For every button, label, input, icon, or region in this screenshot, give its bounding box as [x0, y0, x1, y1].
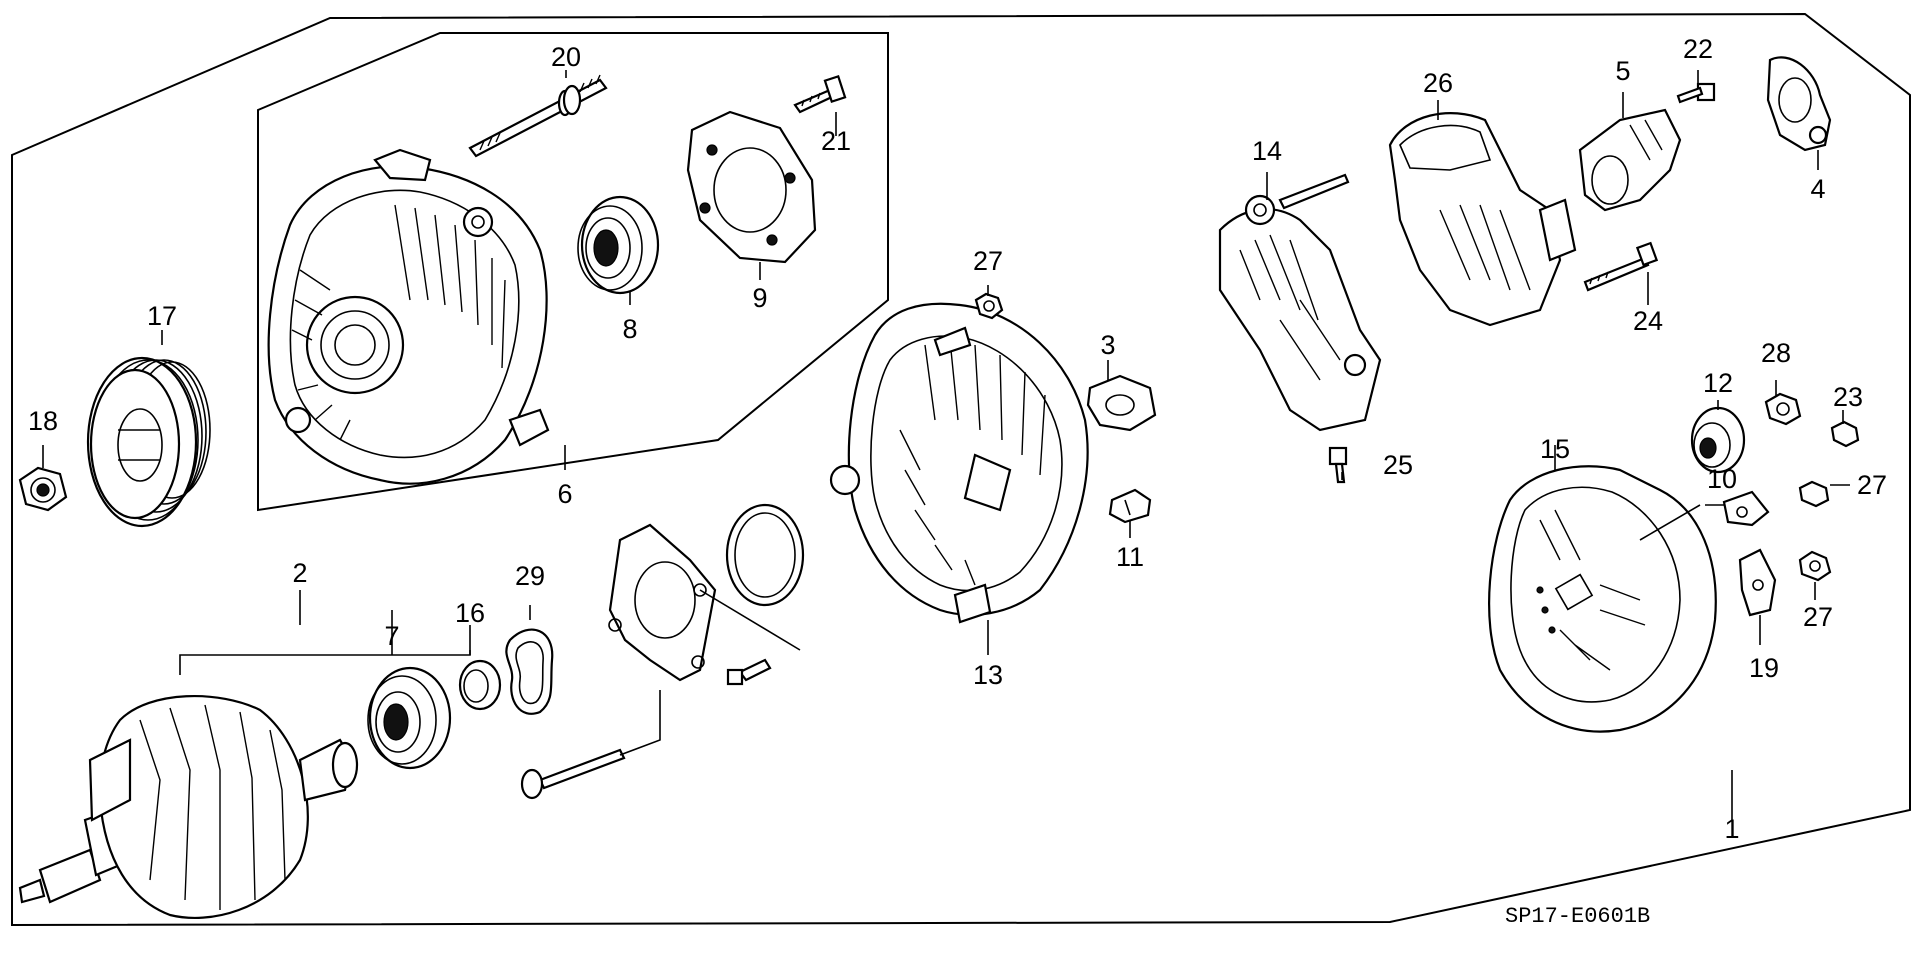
screw-part-25[interactable]	[1328, 446, 1348, 484]
callout-8: 8	[622, 314, 637, 344]
rear-housing-part-13[interactable]	[829, 302, 1089, 624]
callout-15: 15	[1540, 434, 1570, 464]
nut-part-27-upper[interactable]	[974, 292, 1004, 320]
bearing-retainer-plate-part-9[interactable]	[686, 110, 817, 264]
brush-cover-part-4[interactable]	[1766, 56, 1832, 152]
leader-lines	[42, 70, 1850, 820]
regulator-part-26[interactable]	[1388, 112, 1577, 327]
callout-19: 19	[1749, 653, 1779, 683]
nut-part-28[interactable]	[1764, 392, 1802, 426]
terminal-insulator-part-12[interactable]	[1690, 406, 1746, 474]
callout-17: 17	[147, 301, 177, 331]
callout-27-right: 27	[1857, 470, 1887, 500]
callout-16: 16	[455, 598, 485, 628]
callout-1: 1	[1724, 814, 1739, 844]
callout-14: 14	[1252, 136, 1282, 166]
callout-28: 28	[1761, 338, 1791, 368]
rear-bearing-cover[interactable]	[608, 523, 717, 682]
callout-21: 21	[821, 126, 851, 156]
callout-24: 24	[1633, 306, 1663, 336]
through-bolt-part-20[interactable]	[468, 74, 608, 158]
rotor-part-2[interactable]	[18, 694, 359, 919]
diagram-reference-code: SP17-E0601B	[1505, 904, 1650, 929]
callout-7: 7	[384, 621, 399, 651]
callout-22: 22	[1683, 34, 1713, 64]
callout-10: 10	[1707, 464, 1737, 494]
callout-25: 25	[1383, 450, 1413, 480]
callout-18: 18	[28, 406, 58, 436]
screw-part-21[interactable]	[793, 74, 847, 114]
callout-26: 26	[1423, 68, 1453, 98]
callout-27-upper: 27	[973, 246, 1003, 276]
callout-11: 11	[1116, 542, 1144, 572]
screw-small-front[interactable]	[726, 658, 772, 686]
bolt-part-23[interactable]	[1830, 420, 1860, 448]
long-bolt[interactable]	[520, 748, 626, 800]
clip-part-11[interactable]	[1108, 488, 1152, 524]
callout-20: 20	[551, 42, 581, 72]
pulley-part-17[interactable]	[86, 356, 211, 528]
callout-23: 23	[1833, 382, 1863, 412]
drive-end-group-boundary	[257, 32, 889, 512]
callout-2: 2	[292, 558, 307, 588]
screw-part-22[interactable]	[1676, 82, 1716, 104]
callout-6: 6	[557, 479, 572, 509]
rear-cover-part-15[interactable]	[1488, 465, 1717, 733]
bearing-part-7[interactable]	[367, 666, 452, 770]
callout-12: 12	[1703, 368, 1733, 398]
callout-27-lower: 27	[1803, 602, 1833, 632]
screw-part-24[interactable]	[1583, 241, 1659, 292]
nut-part-27-right-lower[interactable]	[1798, 550, 1832, 582]
callout-4: 4	[1810, 174, 1825, 204]
flange-nut-part-18[interactable]	[18, 466, 68, 512]
drive-end-housing-part-6[interactable]	[267, 148, 550, 485]
callout-9: 9	[752, 283, 767, 313]
bearing-part-8[interactable]	[577, 195, 660, 295]
ring-part-16[interactable]	[458, 659, 502, 711]
insulator-part-3[interactable]	[1086, 374, 1157, 432]
callout-13: 13	[973, 660, 1003, 690]
callout-29: 29	[515, 561, 545, 591]
rectifier-part-14[interactable]	[1218, 173, 1382, 432]
nut-part-27-right-upper[interactable]	[1798, 480, 1830, 508]
assembly-boundary	[11, 12, 1911, 927]
terminal-plate-part-19[interactable]	[1738, 548, 1777, 617]
gasket-part-29[interactable]	[505, 628, 554, 715]
seal-ring[interactable]	[725, 503, 805, 607]
brush-holder-part-5[interactable]	[1578, 108, 1682, 212]
callout-3: 3	[1100, 330, 1115, 360]
callout-5: 5	[1615, 56, 1630, 86]
bracket-part-10[interactable]	[1722, 490, 1770, 527]
